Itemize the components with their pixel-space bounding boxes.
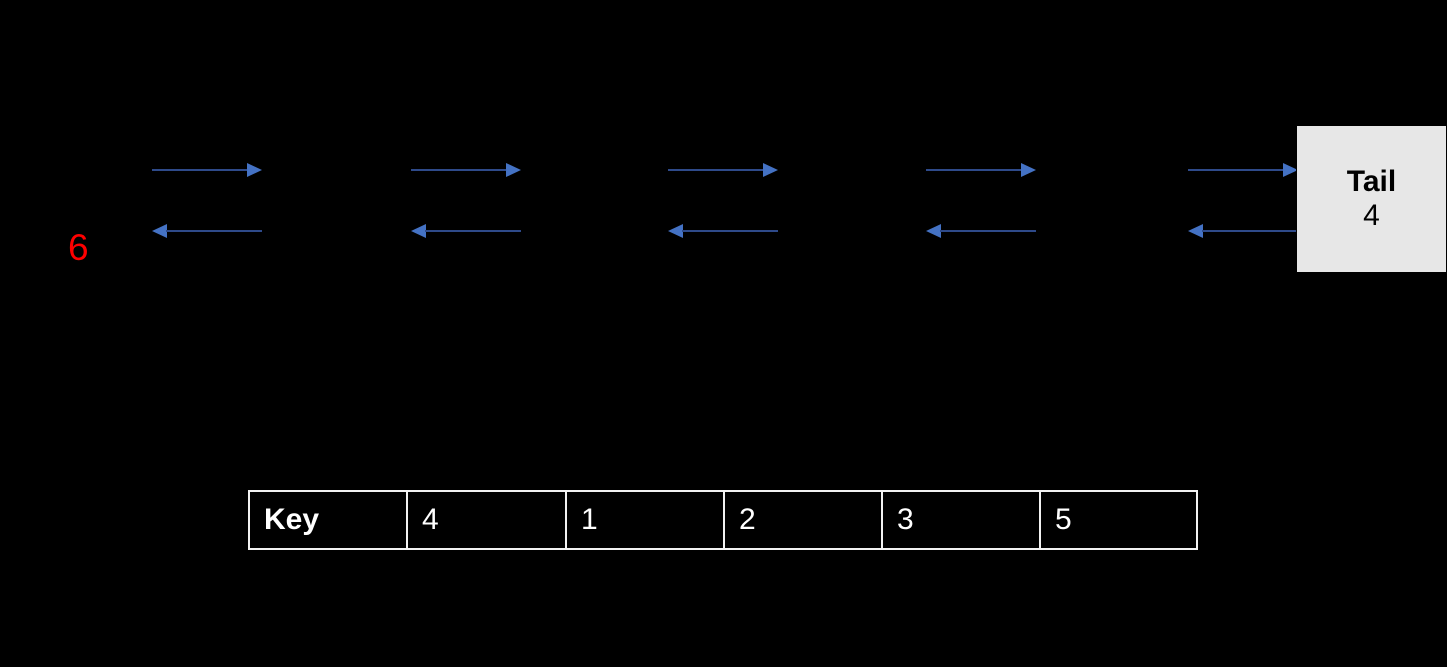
key-table-cell: 4 <box>408 492 567 548</box>
arrow-head-left-icon <box>152 224 167 238</box>
arrow-head-right-icon <box>763 163 778 177</box>
link-arrow-pair <box>668 163 778 243</box>
node-value: 4 <box>1363 199 1380 232</box>
key-table-cell: 1 <box>567 492 725 548</box>
arrow-head-left-icon <box>411 224 426 238</box>
link-arrow-pair <box>411 163 521 243</box>
next-pointer-arrow-icon <box>926 163 1036 177</box>
prev-pointer-arrow-icon <box>1188 224 1298 238</box>
link-arrow-pair <box>152 163 262 243</box>
arrow-line <box>166 230 262 232</box>
key-table-header-cell: Key <box>250 492 408 548</box>
arrow-line <box>1188 169 1284 171</box>
next-pointer-arrow-icon <box>668 163 778 177</box>
arrow-line <box>940 230 1036 232</box>
next-pointer-arrow-icon <box>411 163 521 177</box>
arrow-head-right-icon <box>247 163 262 177</box>
arrow-line <box>152 169 248 171</box>
arrow-line <box>425 230 521 232</box>
next-pointer-arrow-icon <box>152 163 262 177</box>
arrow-line <box>1202 230 1298 232</box>
key-table-cell: 5 <box>1055 503 1072 536</box>
arrow-line <box>926 169 1022 171</box>
next-pointer-arrow-icon <box>1188 163 1298 177</box>
arrow-head-right-icon <box>1283 163 1298 177</box>
highlight-key-label: 6 <box>68 227 89 268</box>
key-table-cell: 3 <box>883 492 1041 548</box>
arrow-line <box>682 230 778 232</box>
prev-pointer-arrow-icon <box>668 224 778 238</box>
arrow-head-left-icon <box>1188 224 1203 238</box>
prev-pointer-arrow-icon <box>411 224 521 238</box>
link-arrow-pair <box>1188 163 1298 243</box>
link-arrow-pair <box>926 163 1036 243</box>
key-table-cell: 2 <box>725 492 883 548</box>
arrow-head-left-icon <box>668 224 683 238</box>
arrow-head-right-icon <box>1021 163 1036 177</box>
prev-pointer-arrow-icon <box>152 224 262 238</box>
prev-pointer-arrow-icon <box>926 224 1036 238</box>
node-title: Tail <box>1346 164 1397 198</box>
arrow-line <box>668 169 764 171</box>
arrow-line <box>411 169 507 171</box>
arrow-head-right-icon <box>506 163 521 177</box>
arrow-head-left-icon <box>926 224 941 238</box>
